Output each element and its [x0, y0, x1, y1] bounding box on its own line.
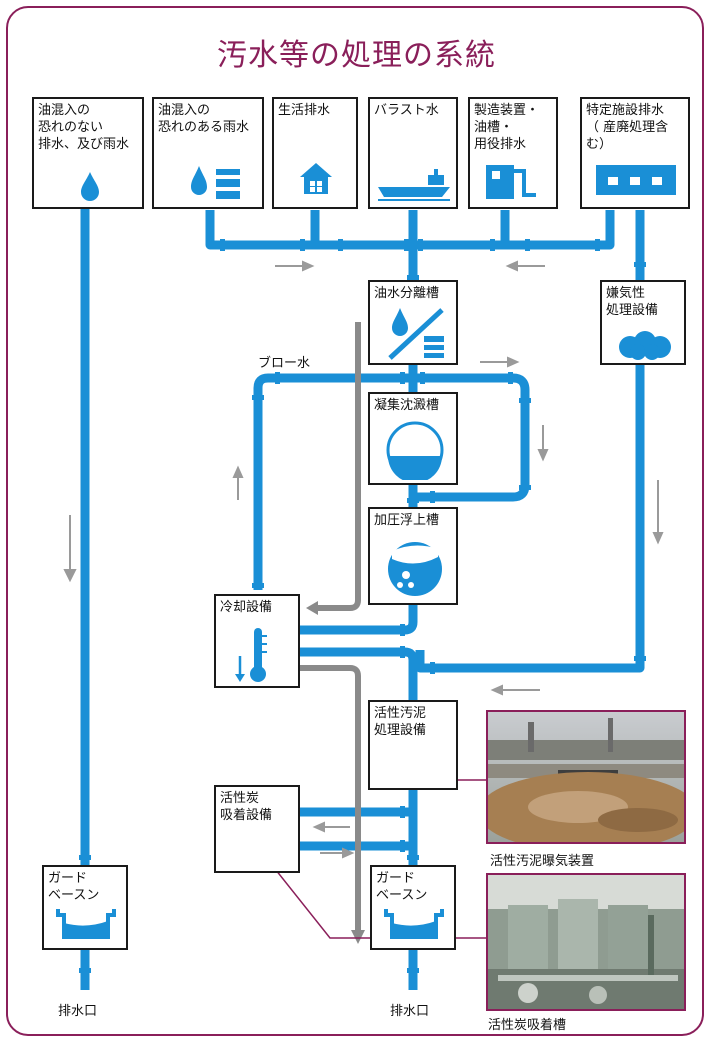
factory-icon [594, 163, 678, 197]
house-icon [298, 161, 334, 195]
cloud-icon [616, 330, 674, 360]
blow-water-label: ブロー水 [258, 352, 310, 371]
box-oil-water-separator: 油水分離槽 [368, 280, 458, 365]
box-oil-free-drainage: 油混入の 恐れのない 排水、及び雨水 [32, 97, 144, 209]
box-label: 活性炭 吸着設備 [220, 790, 295, 824]
basin-icon [382, 907, 446, 943]
separator-icon [380, 306, 450, 362]
drop-and-drum-icon [189, 161, 244, 201]
box-cooling: 冷却設備 [214, 594, 300, 688]
box-label: 活性汚泥 処理設備 [374, 705, 453, 739]
box-guard-basin-left: ガード ベースン [42, 865, 128, 950]
box-manufacturing: 製造装置・ 油槽・ 用役排水 [468, 97, 558, 209]
box-activated-sludge: 活性汚泥 処理設備 [368, 700, 458, 790]
box-specific: 特定施設排水 （ 産廃処理含む） [580, 97, 690, 209]
box-label: 特定施設排水 （ 産廃処理含む） [586, 102, 685, 153]
box-activated-carbon: 活性炭 吸着設備 [214, 785, 300, 873]
box-label: 加圧浮上槽 [374, 512, 453, 529]
box-label: ガード ベースン [376, 870, 451, 904]
box-label: 凝集沈澱槽 [374, 397, 453, 414]
box-label: 油混入の 恐れのない 排水、及び雨水 [38, 102, 139, 153]
box-label: バラスト水 [374, 102, 453, 119]
box-anaerobic: 嫌気性 処理設備 [600, 280, 686, 365]
box-label: 油混入の 恐れのある雨水 [158, 102, 259, 136]
water-drop-icon [79, 171, 101, 201]
ship-icon [376, 167, 452, 201]
adsorption-caption: 活性炭吸着槽 [488, 1014, 566, 1033]
box-label: ガード ベースン [48, 870, 123, 904]
page-title: 汚水等の処理の系統 [0, 30, 713, 74]
box-label: 製造装置・ 油槽・ 用役排水 [474, 102, 553, 153]
aeration-photo [486, 710, 686, 844]
tank-pipe-icon [484, 161, 544, 201]
thermometer-icon [232, 626, 272, 684]
basin-icon [54, 907, 118, 943]
box-label: 生活排水 [278, 102, 353, 119]
outlet-left-label: 排水口 [58, 1000, 97, 1019]
box-flotation: 加圧浮上槽 [368, 507, 458, 605]
box-oil-rain: 油混入の 恐れのある雨水 [152, 97, 264, 209]
adsorption-photo [486, 873, 686, 1011]
box-label: 油水分離槽 [374, 285, 453, 302]
gray-pipe-to-cooling [318, 322, 358, 608]
box-label: 冷却設備 [220, 599, 295, 616]
aeration-caption: 活性汚泥曝気装置 [490, 850, 594, 869]
outlet-right-label: 排水口 [390, 1000, 429, 1019]
box-ballast: バラスト水 [368, 97, 458, 209]
gray-pipe-down [300, 668, 358, 932]
box-domestic: 生活排水 [272, 97, 358, 209]
flotation-tank-icon [386, 539, 444, 599]
box-guard-basin-right: ガード ベースン [370, 865, 456, 950]
box-coagulation: 凝集沈澱槽 [368, 392, 458, 485]
box-label: 嫌気性 処理設備 [606, 285, 681, 319]
sedimentation-tank-icon [386, 420, 444, 480]
